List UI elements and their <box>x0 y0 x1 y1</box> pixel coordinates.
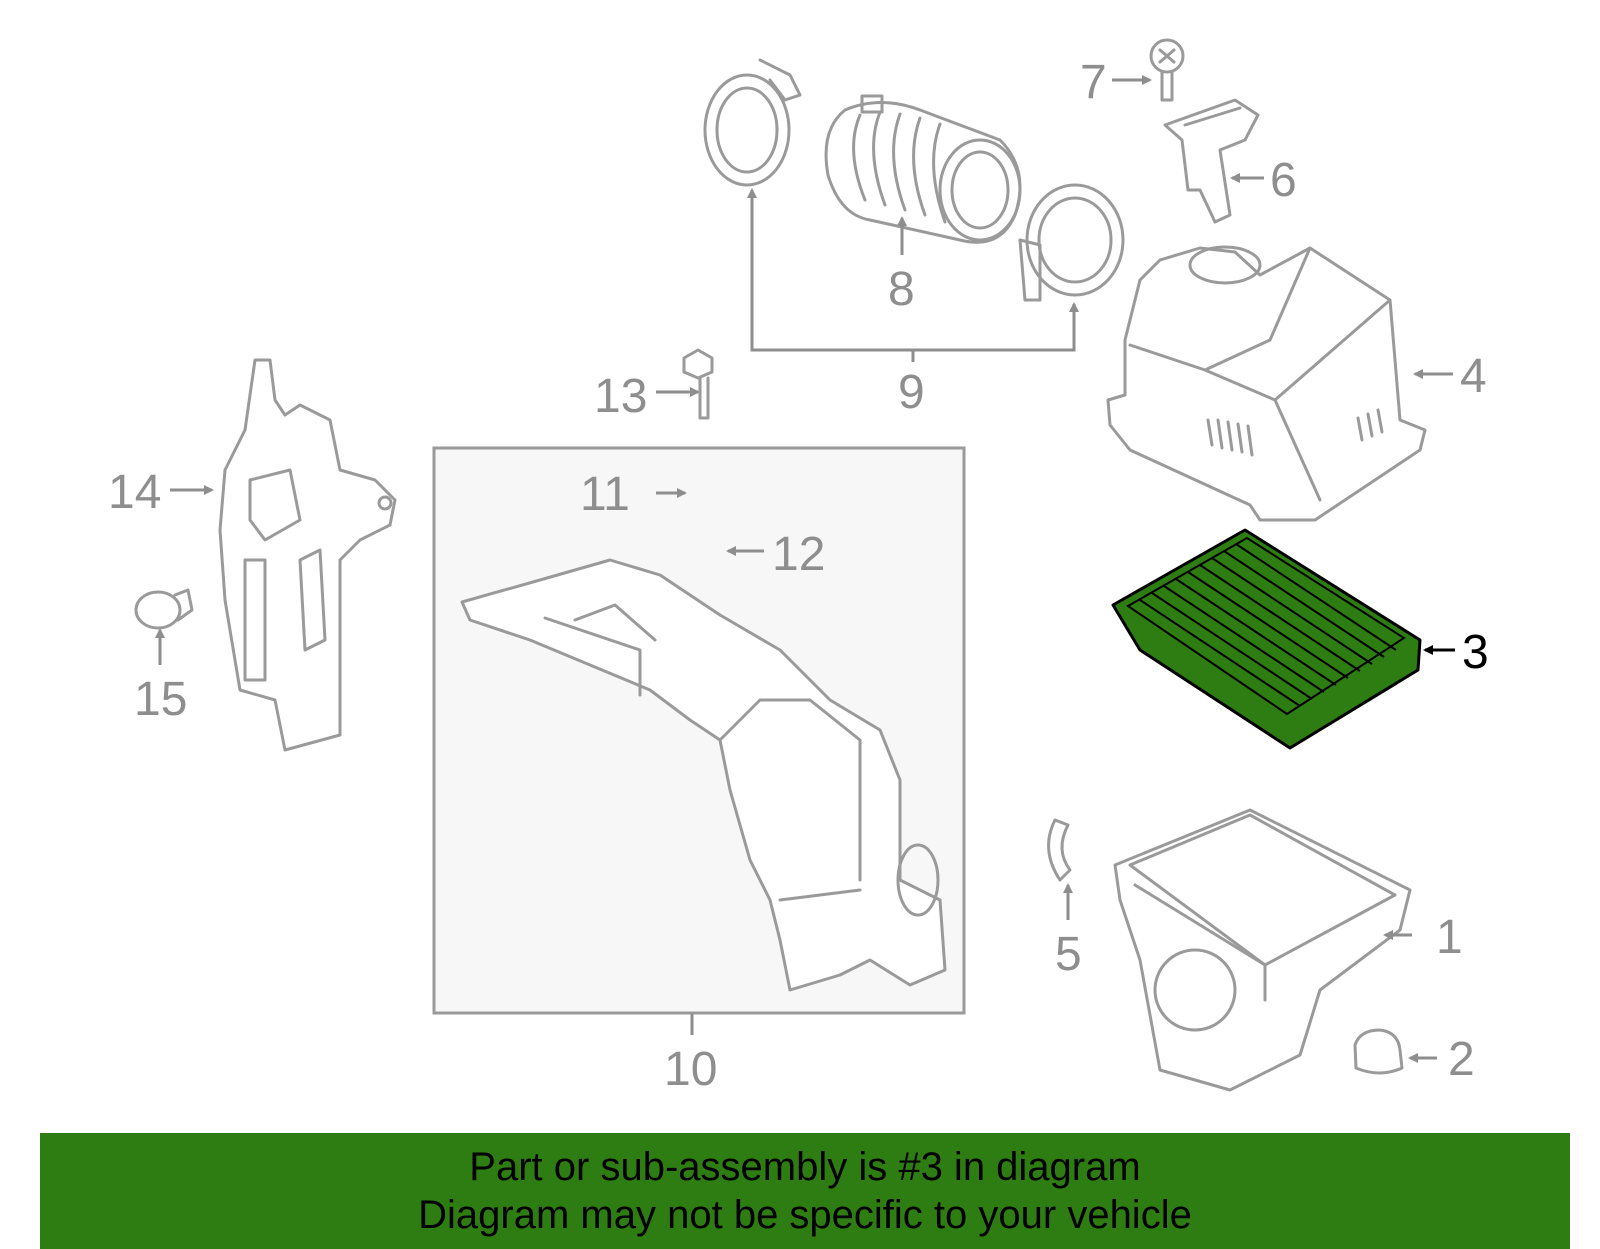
hose-clip <box>1047 818 1072 882</box>
air-filter-highlight <box>1111 528 1422 750</box>
air-cleaner-body <box>1113 808 1412 1092</box>
callout-15: 15 <box>134 673 187 726</box>
callout-6: 6 <box>1270 154 1297 207</box>
banner-line-2: Diagram may not be specific to your vehi… <box>418 1193 1192 1237</box>
callout-5: 5 <box>1055 928 1082 981</box>
callout-12: 12 <box>772 528 825 581</box>
air-cleaner-cover <box>1106 245 1427 522</box>
screw <box>1149 38 1185 102</box>
air-duct <box>460 558 947 992</box>
banner-line-1: Part or sub-assembly is #3 in diagram <box>469 1145 1141 1189</box>
airflow-sensor <box>1163 98 1260 224</box>
callout-10: 10 <box>664 1043 717 1096</box>
bolt <box>682 348 714 420</box>
clamp-left <box>703 58 802 187</box>
callout-13: 13 <box>594 370 647 423</box>
callout-4: 4 <box>1460 350 1487 403</box>
callout-2: 2 <box>1448 1033 1475 1086</box>
callout-9: 9 <box>898 366 925 419</box>
retainer-clip <box>134 588 194 630</box>
callout-14: 14 <box>108 466 161 519</box>
bracket <box>218 358 397 752</box>
callout-8: 8 <box>888 263 915 316</box>
grommet <box>1353 1028 1404 1075</box>
callout-1: 1 <box>1436 911 1463 964</box>
clamp-right <box>1018 183 1125 302</box>
info-banner: Part or sub-assembly is #3 in diagram Di… <box>40 1133 1570 1249</box>
callout-7: 7 <box>1080 56 1107 109</box>
callout-3: 3 <box>1462 626 1489 679</box>
callout-11: 11 <box>580 468 630 521</box>
intake-hose <box>824 94 1022 244</box>
